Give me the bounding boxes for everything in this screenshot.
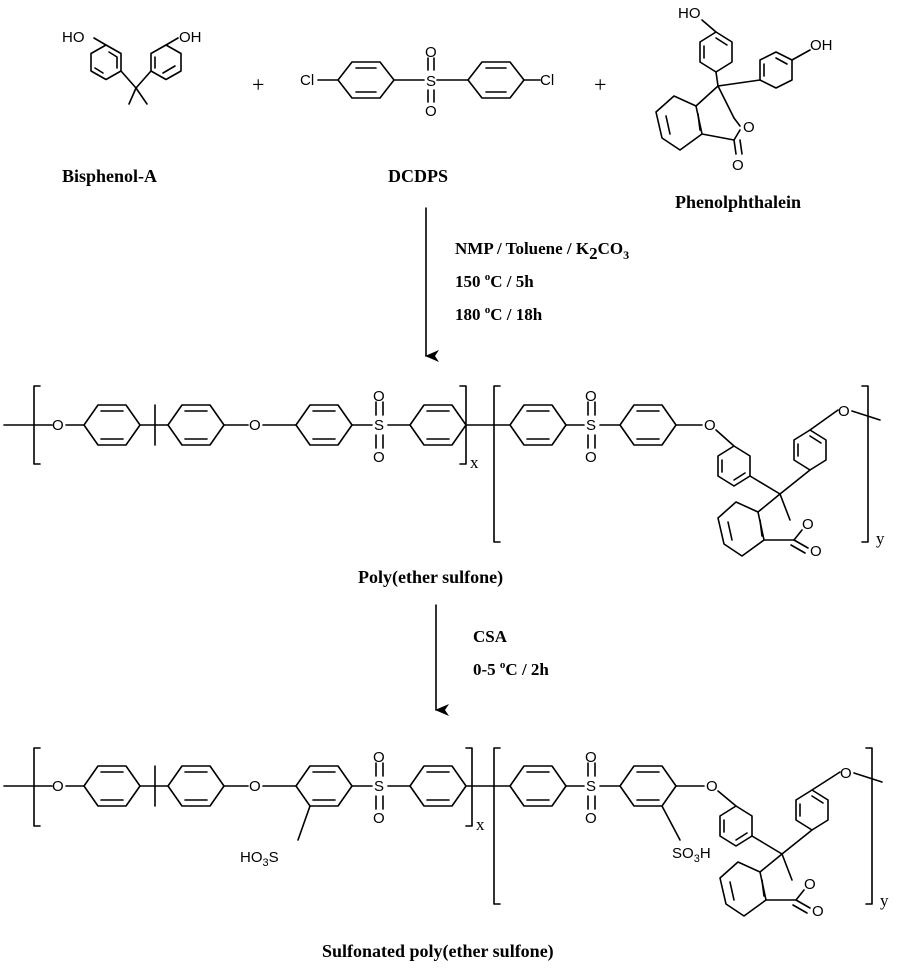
benzene-ring [150,44,182,81]
benzene-ring [719,861,767,917]
oxygen-label: O [585,749,597,766]
sulfur-label: S [426,73,436,90]
hydroxyl-label: OH [179,29,202,46]
hydroxyl-label: HO [678,5,701,22]
ether-oxygen: O [704,417,716,434]
poly-ether-sulfone-label: Poly(ether sulfone) [358,567,503,588]
oxygen-label: O [373,449,385,466]
bisphenol-a-label: Bisphenol-A [62,166,157,186]
oxygen-label: O [585,388,597,405]
oxygen-label: O [732,157,744,174]
oxygen-label: O [810,543,822,560]
benzene-ring [719,805,753,847]
ether-oxygen: O [52,417,64,434]
phenolphthalein-structure: HO OH O O [655,5,833,174]
oxygen-label: O [743,119,755,136]
sulfur-label: S [374,417,384,434]
sulfonated-poly-ether-sulfone-structure: x O O HO3S S O O y [3,747,889,920]
sulfur-label: S [374,778,384,795]
repeat-index-x: x [470,453,479,472]
oxygen-label: O [425,103,437,120]
benzene-ring [717,501,765,557]
chlorine-label: Cl [540,72,554,89]
repeat-index-y: y [880,891,889,910]
benzene-ring [655,95,703,151]
oxygen-label: O [812,903,824,920]
bisphenol-a-structure: HO OH [62,29,202,105]
dcdps-structure: Cl S O O Cl [300,44,554,120]
ether-oxygen: O [249,778,261,795]
dcdps-label: DCDPS [388,166,448,186]
oxygen-label: O [802,516,814,533]
oxygen-label: O [804,876,816,893]
repeat-index-x: x [476,815,485,834]
hydroxyl-label: OH [810,37,833,54]
ether-oxygen: O [838,403,850,420]
oxygen-label: O [425,44,437,61]
oxygen-label: O [373,810,385,827]
ether-oxygen: O [706,778,718,795]
oxygen-label: O [585,449,597,466]
ether-oxygen: O [840,765,852,782]
repeat-index-y: y [876,529,885,548]
reaction-condition-reagent: CSA [473,627,508,646]
phenolphthalein-label: Phenolphthalein [675,192,801,212]
hydroxyl-label: HO [62,29,85,46]
poly-ether-sulfone-structure: x O O S O O y [3,385,885,560]
reaction-condition-temp2: 180 oC / 18h [455,304,543,324]
reaction-condition-temp: 0-5 oC / 2h [473,659,549,679]
sulfur-label: S [586,417,596,434]
ether-oxygen: O [249,417,261,434]
benzene-ring [90,44,122,81]
plus-sign: + [252,72,264,97]
oxygen-label: O [373,749,385,766]
chlorine-label: Cl [300,72,314,89]
sulfonic-acid-group: HO3S [240,849,279,869]
oxygen-label: O [585,810,597,827]
sulfonic-acid-group: SO3H [672,845,711,865]
benzene-ring [717,445,751,487]
ether-oxygen: O [52,778,64,795]
reaction-condition-solvent: NMP / Toluene / K2CO3 [455,239,629,263]
oxygen-label: O [373,388,385,405]
reaction-condition-temp1: 150 oC / 5h [455,271,534,291]
plus-sign: + [594,72,606,97]
sulfur-label: S [586,778,596,795]
sulfonated-poly-ether-sulfone-label: Sulfonated poly(ether sulfone) [322,941,554,962]
